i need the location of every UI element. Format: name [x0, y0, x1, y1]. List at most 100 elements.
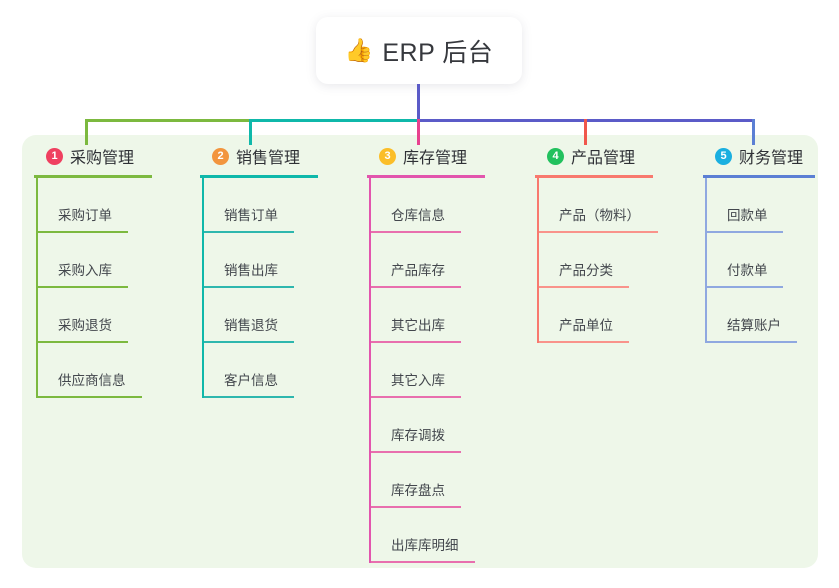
root-node-card[interactable]: 👍 ERP 后台 [316, 17, 522, 84]
leaf-label: 仓库信息 [391, 208, 445, 223]
leaf-label: 其它出库 [391, 318, 445, 333]
leaf-label: 结算账户 [727, 318, 781, 333]
list-item[interactable]: 销售退货 [202, 288, 352, 343]
branch-badge-2: 2 [212, 147, 229, 165]
list-item[interactable]: 产品库存 [369, 233, 519, 288]
leaf-label: 回款单 [727, 208, 768, 223]
leaf-rule [204, 396, 294, 398]
branch-drop-1 [85, 119, 88, 145]
list-item[interactable]: 供应商信息 [36, 343, 186, 398]
leaf-label: 客户信息 [224, 373, 278, 388]
branch-trunk-3 [369, 178, 371, 563]
thumbs-up-emoji: 👍 [344, 37, 374, 63]
branch-drop-3 [417, 119, 420, 145]
leaf-rule [38, 231, 128, 233]
leaf-rule [707, 286, 783, 288]
list-item[interactable]: 采购入库 [36, 233, 186, 288]
leaf-rule [371, 396, 461, 398]
leaf-label: 产品（物料） [559, 208, 640, 223]
leaf-rule [38, 396, 142, 398]
branch-header-5[interactable]: 5 财务管理 [703, 144, 839, 168]
list-item[interactable]: 采购退货 [36, 288, 186, 343]
branch-trunk-4 [537, 178, 539, 343]
branch-rule-2 [200, 175, 318, 178]
leaf-rule [539, 231, 658, 233]
list-item[interactable]: 采购订单 [36, 178, 186, 233]
leaf-rule [707, 341, 797, 343]
leaf-label: 销售退货 [224, 318, 278, 333]
list-item[interactable]: 库存盘点 [369, 453, 519, 508]
leaf-rule [38, 341, 128, 343]
branch-rule-1 [34, 175, 152, 178]
leaf-label: 产品库存 [391, 263, 445, 278]
branch-title-3: 库存管理 [403, 150, 468, 167]
leaf-label: 付款单 [727, 263, 768, 278]
branch-title-2: 销售管理 [236, 150, 301, 167]
list-item[interactable]: 其它入库 [369, 343, 519, 398]
leaf-rule [204, 231, 294, 233]
branch-items-2: 销售订单 销售出库 销售退货 客户信息 [200, 178, 352, 398]
branch-badge-4: 4 [547, 147, 564, 165]
list-item[interactable]: 付款单 [705, 233, 839, 288]
branch-drop-2 [249, 119, 252, 145]
root-node-title: ERP 后台 [382, 38, 494, 67]
branch-title-4: 产品管理 [571, 150, 636, 167]
leaf-rule [371, 286, 461, 288]
root-stem-line [417, 84, 420, 121]
branch-rule-4 [535, 175, 653, 178]
list-item[interactable]: 产品单位 [537, 288, 695, 343]
branch-drop-5 [752, 119, 755, 145]
branch-header-1[interactable]: 1 采购管理 [34, 144, 186, 168]
list-item[interactable]: 其它出库 [369, 288, 519, 343]
list-item[interactable]: 出库库明细 [369, 508, 519, 563]
leaf-rule [707, 231, 783, 233]
bus-segment-teal [249, 119, 419, 122]
branch-header-2[interactable]: 2 销售管理 [200, 144, 352, 168]
leaf-rule [371, 231, 461, 233]
root-node-content: 👍 ERP 后台 [345, 33, 494, 69]
branch-trunk-1 [36, 178, 38, 398]
branch-header-3[interactable]: 3 库存管理 [367, 144, 519, 168]
branch-header-4[interactable]: 4 产品管理 [535, 144, 695, 168]
branch-items-5: 回款单 付款单 结算账户 [703, 178, 839, 343]
branch-rule-3 [367, 175, 485, 178]
branch-badge-1: 1 [46, 147, 63, 165]
branch-items-1: 采购订单 采购入库 采购退货 供应商信息 [34, 178, 186, 398]
leaf-rule [371, 451, 461, 453]
list-item[interactable]: 回款单 [705, 178, 839, 233]
leaf-label: 其它入库 [391, 373, 445, 388]
leaf-label: 出库库明细 [391, 538, 459, 553]
list-item[interactable]: 结算账户 [705, 288, 839, 343]
branch-column-5: 5 财务管理 回款单 付款单 结算账户 [703, 144, 839, 343]
branch-column-3: 3 库存管理 仓库信息 产品库存 其它出库 其它入库 库存调拨 [367, 144, 519, 563]
list-item[interactable]: 仓库信息 [369, 178, 519, 233]
list-item[interactable]: 销售订单 [202, 178, 352, 233]
list-item[interactable]: 库存调拨 [369, 398, 519, 453]
list-item[interactable]: 客户信息 [202, 343, 352, 398]
leaf-rule [539, 286, 629, 288]
leaf-label: 库存盘点 [391, 483, 445, 498]
branch-column-4: 4 产品管理 产品（物料） 产品分类 产品单位 [535, 144, 695, 343]
branch-items-4: 产品（物料） 产品分类 产品单位 [535, 178, 695, 343]
branch-items-3: 仓库信息 产品库存 其它出库 其它入库 库存调拨 库存盘点 [367, 178, 519, 563]
list-item[interactable]: 产品（物料） [537, 178, 695, 233]
branch-badge-5: 5 [715, 147, 732, 165]
leaf-rule [204, 286, 294, 288]
bus-segment-green [85, 119, 251, 122]
list-item[interactable]: 产品分类 [537, 233, 695, 288]
leaf-label: 销售订单 [224, 208, 278, 223]
leaf-label: 采购入库 [58, 263, 112, 278]
leaf-label: 供应商信息 [58, 373, 126, 388]
leaf-label: 采购订单 [58, 208, 112, 223]
branch-trunk-5 [705, 178, 707, 343]
branch-title-1: 采购管理 [70, 150, 135, 167]
branch-title-5: 财务管理 [739, 150, 804, 167]
branch-rule-5 [703, 175, 815, 178]
leaf-rule [539, 341, 629, 343]
branch-drop-4 [584, 119, 587, 145]
leaf-rule [371, 341, 461, 343]
leaf-rule [204, 341, 294, 343]
leaf-label: 产品分类 [559, 263, 613, 278]
leaf-label: 销售出库 [224, 263, 278, 278]
list-item[interactable]: 销售出库 [202, 233, 352, 288]
